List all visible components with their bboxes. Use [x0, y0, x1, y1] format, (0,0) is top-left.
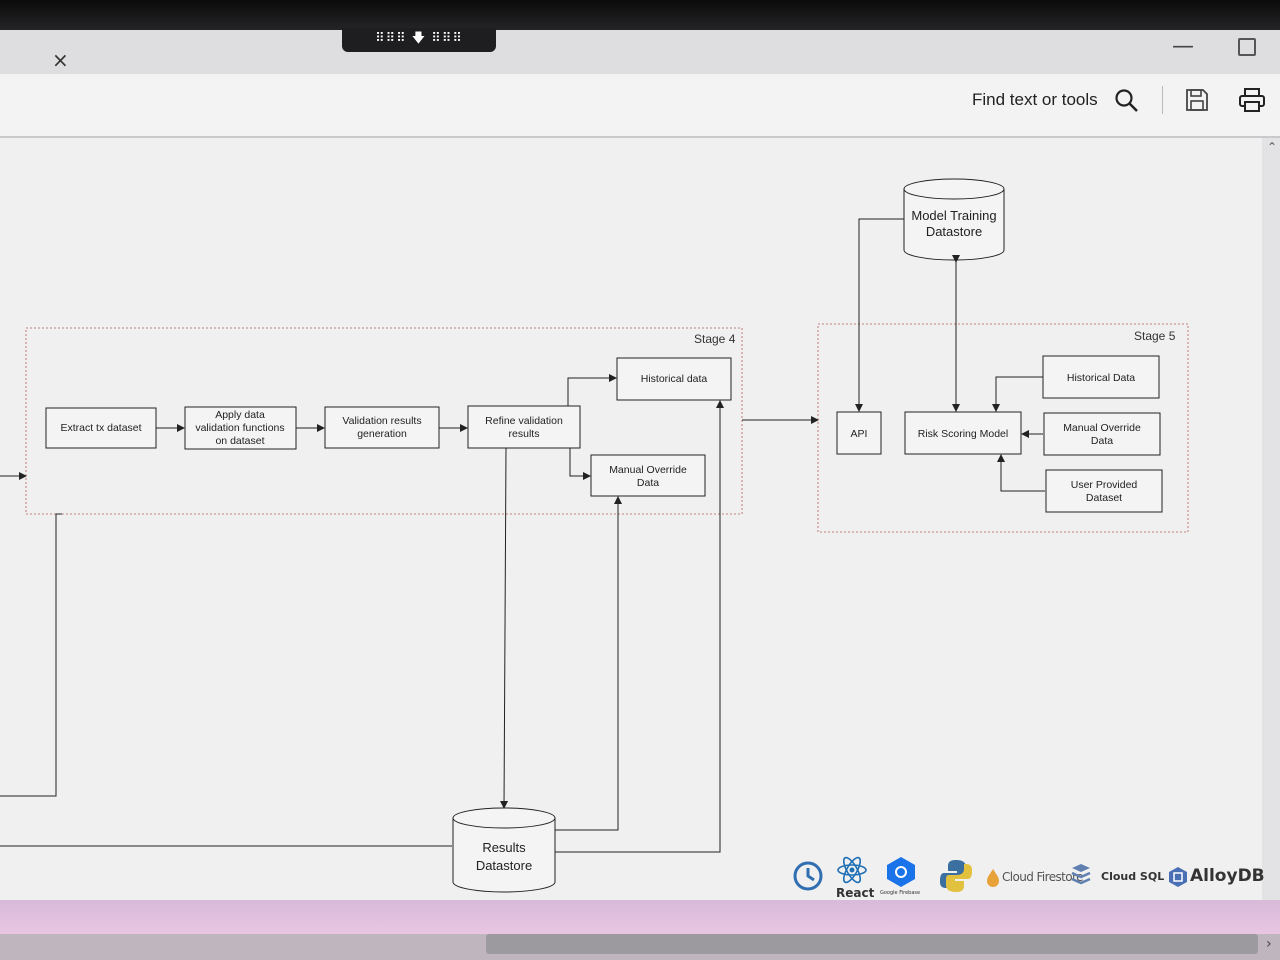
manual-override-label-2: Data	[637, 477, 659, 489]
refine-label-1: Refine validation	[485, 415, 563, 427]
model-training-datastore: Model Training Datastore	[903, 178, 1005, 261]
document-canvas	[0, 138, 1262, 900]
cloud-sql-icon	[1071, 864, 1091, 885]
scroll-up-icon[interactable]: ⌃	[1267, 140, 1278, 154]
alloydb-icon	[1169, 867, 1187, 887]
react-label: React	[836, 886, 875, 900]
cloud-sql-label: Cloud SQL	[1101, 870, 1165, 883]
window-title-bar	[0, 30, 1280, 74]
refine-label-2: results	[509, 428, 540, 440]
save-icon[interactable]	[1184, 87, 1210, 113]
cloud-firestore-label: Cloud Firestore	[1002, 870, 1083, 884]
architecture-diagram: Stage 4 Stage 5 Extract tx dataset Apply…	[0, 178, 1189, 893]
stage4-container	[25, 327, 743, 515]
historical-data-box: Historical data	[616, 357, 732, 401]
user-dataset-label-2: Dataset	[1086, 492, 1122, 504]
horizontal-scroll-thumb[interactable]	[486, 934, 1258, 954]
apply-label-1: Apply data	[215, 409, 265, 421]
user-dataset-label-1: User Provided	[1071, 479, 1138, 491]
validation-label-1: Validation results	[342, 415, 421, 427]
alloydb-label: AlloyDB	[1190, 866, 1265, 886]
search-icon[interactable]	[1114, 88, 1140, 114]
apply-box: Apply data validation functions on datas…	[184, 406, 297, 450]
results-datastore: Results Datastore	[452, 807, 556, 893]
validation-label-2: generation	[357, 428, 407, 440]
minimize-icon[interactable]: —	[1172, 34, 1194, 59]
model-db-label-2: Datastore	[926, 224, 982, 239]
apply-label-2: validation functions	[195, 422, 284, 434]
stage5-historical-box: Historical Data	[1042, 355, 1160, 399]
refine-box: Refine validation results	[467, 405, 581, 449]
time-app-icon	[793, 861, 823, 891]
stage5-manual-label-2: Data	[1091, 435, 1113, 447]
manual-override-box: Manual Override Data	[590, 454, 706, 497]
stage5-manual-label-1: Manual Override	[1063, 422, 1141, 434]
historical-data-label: Historical data	[641, 373, 708, 385]
user-dataset-box: User Provided Dataset	[1045, 469, 1163, 513]
extract-label: Extract tx dataset	[60, 422, 141, 434]
stage5-container	[817, 323, 1189, 533]
react-icon	[837, 856, 867, 884]
stage4-label: Stage 4	[694, 332, 736, 346]
risk-scoring-label: Risk Scoring Model	[918, 428, 1008, 440]
cloud-firestore-icon	[987, 869, 999, 887]
toolbar-divider	[1162, 86, 1163, 114]
firebase-small-label: Google Firebase	[880, 890, 921, 896]
validation-box: Validation results generation	[324, 406, 440, 449]
results-db-label-1: Results	[482, 840, 526, 855]
firebase-icon	[887, 857, 915, 887]
model-db-label-1: Model Training	[911, 208, 996, 223]
close-icon[interactable]: ×	[52, 48, 69, 72]
api-box: API	[836, 411, 882, 455]
find-tools-button[interactable]: Find text or tools	[972, 90, 1098, 109]
scroll-right-icon[interactable]: ›	[1266, 936, 1272, 952]
vertical-scrollbar[interactable]	[1262, 138, 1280, 900]
risk-scoring-box: Risk Scoring Model	[904, 411, 1022, 455]
taskbar-band	[0, 900, 1280, 934]
python-icon	[940, 860, 972, 892]
stage5-historical-label: Historical Data	[1067, 372, 1135, 384]
manual-override-label-1: Manual Override	[609, 464, 687, 476]
extract-box: Extract tx dataset	[45, 407, 157, 449]
toolbar	[0, 74, 1280, 138]
stage5-manual-box: Manual Override Data	[1043, 412, 1161, 456]
api-label: API	[851, 428, 868, 440]
drag-handle[interactable]: ⠿⠿⠿ 🡇 ⠿⠿⠿	[342, 28, 496, 52]
stage5-label: Stage 5	[1134, 329, 1176, 343]
results-db-label-2: Datastore	[476, 858, 532, 873]
apply-label-3: on dataset	[215, 435, 264, 447]
print-icon[interactable]	[1238, 87, 1266, 113]
restore-icon[interactable]	[1238, 38, 1256, 56]
